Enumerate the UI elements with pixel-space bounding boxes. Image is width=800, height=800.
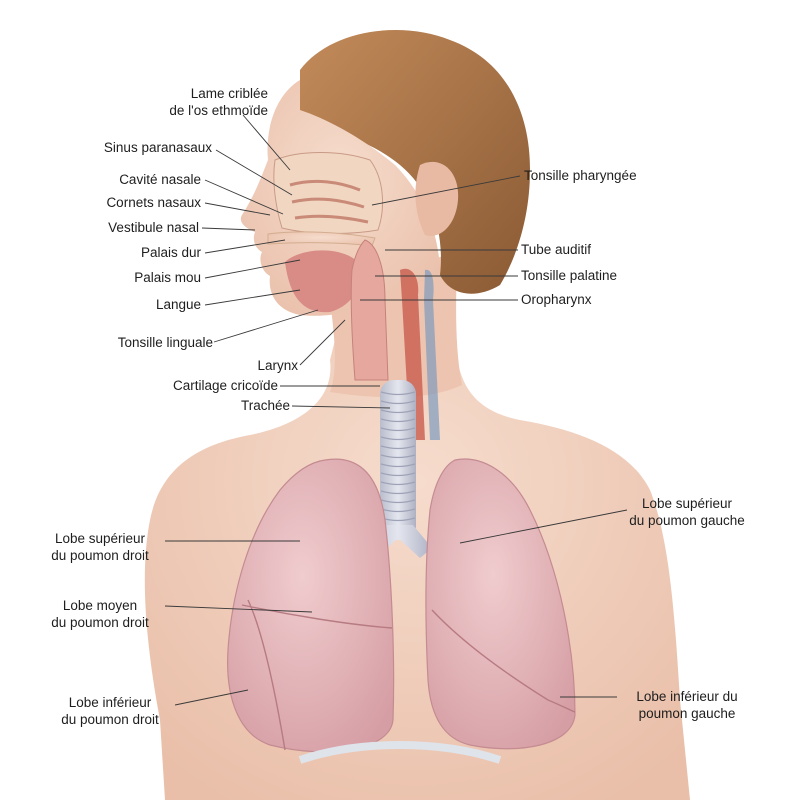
label-cavite-nasale: Cavité nasale — [119, 172, 201, 187]
leader-cavite-nasale — [204, 179, 284, 215]
label-tonsille-palatine: Tonsille palatine — [521, 268, 618, 283]
label-tonsille-linguale: Tonsille linguale — [117, 335, 213, 350]
label-sinus-paranasaux: Sinus paranasaux — [103, 140, 212, 155]
tongue-shape — [285, 250, 361, 313]
label-lobe-moyen-droit: Lobe moyen du poumon droit — [51, 598, 149, 630]
trachea-ring — [380, 427, 416, 432]
hair — [300, 30, 530, 294]
leader-trachee — [291, 405, 391, 409]
trachea-ring — [380, 445, 416, 450]
label-lobe-sup-gauche: Lobe supérieur du poumon gauche — [629, 496, 745, 528]
leader-lame-criblee — [242, 114, 291, 171]
label-vestibule-nasal: Vestibule nasal — [108, 220, 199, 235]
leader-lobe-sup-gauche — [459, 509, 628, 544]
label-tonsille-pharyngee: Tonsille pharyngée — [524, 168, 637, 183]
label-lobe-sup-droit: Lobe supérieur du poumon droit — [51, 531, 149, 563]
label-palais-dur: Palais dur — [140, 245, 201, 260]
trachea-ring — [380, 481, 416, 486]
label-cornets-nasaux: Cornets nasaux — [106, 195, 201, 210]
label-langue: Langue — [155, 297, 201, 312]
leader-cornets-nasaux — [204, 202, 271, 216]
trachea-ring — [380, 463, 416, 468]
trachea-ring — [380, 418, 416, 423]
trachea-ring — [380, 454, 416, 459]
leader-lobe-inf-droit — [174, 689, 249, 706]
label-lame-criblee: Lame criblée de l'os ethmoïde — [169, 86, 268, 118]
label-larynx: Larynx — [257, 358, 298, 373]
label-cartilage-cricoide: Cartilage cricoïde — [172, 378, 278, 393]
trachea-ring — [380, 472, 416, 477]
trachea-ring — [380, 409, 416, 414]
leader-tonsille-pharyngee — [371, 175, 521, 206]
leader-palais-mou — [204, 259, 301, 279]
right-lung-fissure-oblique — [247, 599, 286, 751]
left-lung-fissure — [431, 609, 576, 713]
trachea-ring — [380, 400, 416, 405]
neck-vessels-blue — [424, 269, 440, 440]
leader-vestibule-nasal — [201, 227, 256, 231]
trachea-ring — [380, 391, 416, 396]
neck-vessels — [400, 268, 425, 440]
label-lobe-inf-droit: Lobe inférieur du poumon droit — [61, 695, 159, 727]
rib-hint — [298, 741, 502, 764]
leader-sinus-paranasaux — [215, 149, 293, 196]
trachea-ring — [380, 499, 416, 504]
right-lung — [227, 458, 395, 753]
label-trachee: Trachée — [240, 398, 290, 413]
leader-palais-dur — [204, 239, 286, 254]
ear — [415, 161, 459, 236]
leader-larynx — [299, 319, 346, 366]
label-tube-auditif: Tube auditif — [521, 242, 592, 257]
pharynx-shape — [350, 239, 389, 381]
leader-lines — [164, 114, 628, 706]
label-lobe-inf-gauche: Lobe inférieur du poumon gauche — [636, 689, 738, 721]
leader-lobe-moyen-droit — [164, 605, 313, 613]
leader-langue — [204, 289, 301, 306]
nasal-cavity-section — [273, 152, 383, 234]
right-lung-fissure-horizontal — [241, 604, 393, 629]
trachea-ring — [380, 436, 416, 441]
trachea-tube — [380, 380, 416, 540]
leader-tonsille-linguale — [213, 309, 319, 343]
left-lung — [425, 458, 576, 750]
label-oropharynx: Oropharynx — [521, 292, 592, 307]
trachea-ring — [380, 490, 416, 495]
label-palais-mou: Palais mou — [134, 270, 201, 285]
turbinates — [289, 179, 369, 224]
